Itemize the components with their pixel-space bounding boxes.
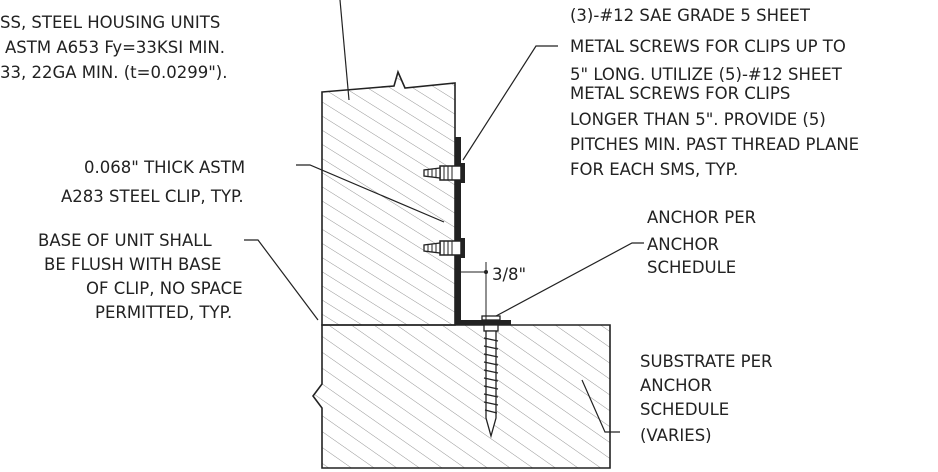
svg-text:ANCHOR: ANCHOR: [647, 235, 719, 254]
svg-text:SS, STEEL HOUSING UNITS: SS, STEEL HOUSING UNITS: [0, 13, 220, 32]
steel-clip: [455, 137, 511, 325]
housing-note: SS, STEEL HOUSING UNITS ASTM A653 Fy=33K…: [0, 13, 227, 82]
svg-text:(VARIES): (VARIES): [640, 426, 712, 445]
leader-lines: [244, 0, 644, 433]
svg-text:5" LONG. UTILIZE (5)-#12 SHEET: 5" LONG. UTILIZE (5)-#12 SHEET: [570, 65, 843, 84]
svg-text:SCHEDULE: SCHEDULE: [647, 258, 736, 277]
substrate-note: SUBSTRATE PER ANCHOR SCHEDULE (VARIES): [640, 352, 773, 445]
sheet-metal-screw-upper: [423, 163, 465, 183]
dimension-label: 3/8": [492, 265, 526, 284]
anchor-bolt: [481, 315, 501, 439]
base-note: BASE OF UNIT SHALL BE FLUSH WITH BASE OF…: [38, 231, 243, 322]
svg-text:0.068" THICK ASTM: 0.068" THICK ASTM: [84, 158, 245, 177]
svg-text:33, 22GA MIN. (t=0.0299").: 33, 22GA MIN. (t=0.0299").: [0, 63, 227, 82]
svg-text:LONGER THAN 5". PROVIDE (5): LONGER THAN 5". PROVIDE (5): [570, 110, 826, 129]
svg-text:(3)-#12 SAE GRADE 5 SHEET: (3)-#12 SAE GRADE 5 SHEET: [570, 6, 811, 25]
svg-text:SCHEDULE: SCHEDULE: [640, 400, 729, 419]
svg-text:ANCHOR: ANCHOR: [640, 376, 712, 395]
clip-note: 0.068" THICK ASTM A283 STEEL CLIP, TYP.: [61, 158, 245, 206]
svg-text:PERMITTED, TYP.: PERMITTED, TYP.: [95, 303, 232, 322]
svg-text:PITCHES MIN. PAST THREAD PLANE: PITCHES MIN. PAST THREAD PLANE: [570, 135, 859, 154]
svg-text:METAL SCREWS FOR CLIPS UP TO: METAL SCREWS FOR CLIPS UP TO: [570, 37, 846, 56]
svg-text:A283 STEEL CLIP, TYP.: A283 STEEL CLIP, TYP.: [61, 187, 244, 206]
svg-text:BE FLUSH WITH BASE: BE FLUSH WITH BASE: [44, 255, 221, 274]
svg-text:BASE OF UNIT SHALL: BASE OF UNIT SHALL: [38, 231, 212, 250]
svg-text:OF CLIP, NO SPACE: OF CLIP, NO SPACE: [86, 279, 243, 298]
sheet-metal-screw-lower: [423, 238, 465, 258]
svg-text:ANCHOR PER: ANCHOR PER: [647, 208, 756, 227]
anchor-note: ANCHOR PER ANCHOR SCHEDULE: [647, 208, 756, 277]
dimension-marker: 3/8": [461, 262, 526, 320]
svg-text:ASTM A653 Fy=33KSI MIN.: ASTM A653 Fy=33KSI MIN.: [5, 38, 225, 57]
screw-note: (3)-#12 SAE GRADE 5 SHEET METAL SCREWS F…: [570, 6, 859, 179]
substrate: [312, 324, 611, 469]
svg-text:FOR EACH SMS, TYP.: FOR EACH SMS, TYP.: [570, 160, 738, 179]
svg-text:METAL SCREWS FOR CLIPS: METAL SCREWS FOR CLIPS: [570, 84, 790, 103]
svg-text:SUBSTRATE PER: SUBSTRATE PER: [640, 352, 773, 371]
